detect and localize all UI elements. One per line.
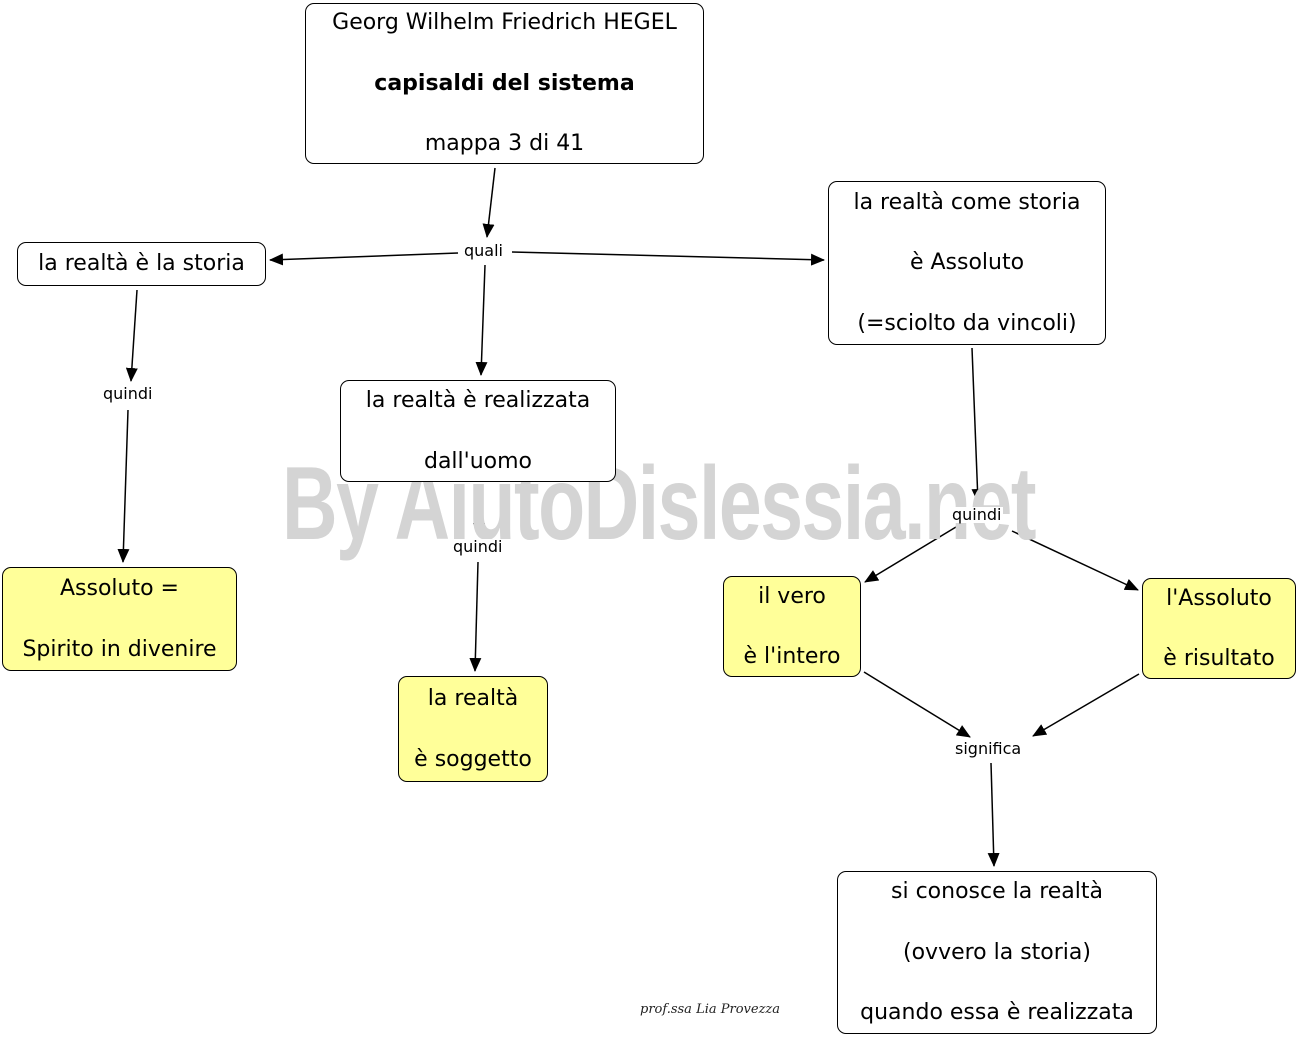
concept-node-spirito[interactable]: Assoluto = Spirito in divenire (2, 567, 237, 671)
concept-node-risultato[interactable]: l'Assoluto è risultato (1142, 578, 1296, 679)
concept-node-vero[interactable]: il vero è l'intero (723, 576, 861, 677)
edge-quali-assoluto (511, 251, 825, 266)
edge-quindi-risultato (1011, 530, 1139, 591)
concept-node-soggetto[interactable]: la realtà è soggetto (398, 676, 548, 782)
concept-text: è risultato (1163, 646, 1275, 671)
concept-node-realizzata[interactable]: la realtà è realizzata dall'uomo (340, 380, 616, 482)
link-label-quindi-left: quindi (101, 384, 155, 403)
link-label-quindi-right: quindi (950, 505, 1004, 524)
concept-text: quando essa è realizzata (860, 1000, 1134, 1026)
edge-assoluto-quindi (971, 347, 984, 503)
link-label-quali: quali (462, 241, 505, 260)
concept-text: il vero (758, 583, 826, 609)
concept-node-title[interactable]: Georg Wilhelm Friedrich HEGEL capisaldi … (305, 3, 704, 164)
title-subject: capisaldi del sistema (374, 70, 635, 96)
concept-text: (=sciolto da vincoli) (857, 310, 1077, 336)
concept-text: è soggetto (414, 746, 532, 772)
edge-title-quali (482, 167, 496, 238)
concept-text: la realtà è la storia (38, 251, 245, 277)
edge-quindi-vero (864, 526, 957, 583)
edge-vero-significa (863, 671, 971, 738)
concept-node-storia[interactable]: la realtà è la storia (17, 242, 266, 286)
edge-storia-quindi (125, 289, 138, 382)
title-map-number: mappa 3 di 41 (424, 131, 585, 157)
edge-risultato-significa (1032, 673, 1140, 737)
link-label-significa: significa (953, 739, 1024, 758)
concept-text: la realtà è realizzata (365, 388, 591, 413)
edge-quindi-soggetto (469, 561, 482, 672)
concept-node-conosce[interactable]: si conosce la realtà (ovvero la storia) … (837, 871, 1157, 1034)
title-author: Georg Wilhelm Friedrich HEGEL (332, 10, 677, 36)
edge-quali-realizzata (475, 264, 488, 376)
concept-text: la realtà (427, 686, 519, 711)
edge-quali-storia (269, 252, 459, 266)
concept-text: (ovvero la storia) (903, 939, 1091, 965)
concept-text: Assoluto = (59, 576, 179, 601)
concept-text: dall'uomo (423, 448, 532, 474)
link-label-quindi-middle: quindi (451, 537, 505, 556)
concept-node-assoluto-storia[interactable]: la realtà come storia è Assoluto (=sciol… (828, 181, 1106, 345)
concept-text: Spirito in divenire (22, 636, 217, 662)
concept-text: è l'intero (743, 644, 841, 669)
concept-text: si conosce la realtà (891, 879, 1103, 905)
edge-significa-conosce (987, 762, 1000, 867)
concept-text: è Assoluto (909, 250, 1025, 276)
concept-text: la realtà come storia (853, 189, 1081, 215)
concept-text: l'Assoluto (1166, 585, 1272, 611)
edge-quindi-spirito (117, 409, 130, 563)
author-credit: prof.ssa Lia Provezza (640, 1002, 781, 1017)
